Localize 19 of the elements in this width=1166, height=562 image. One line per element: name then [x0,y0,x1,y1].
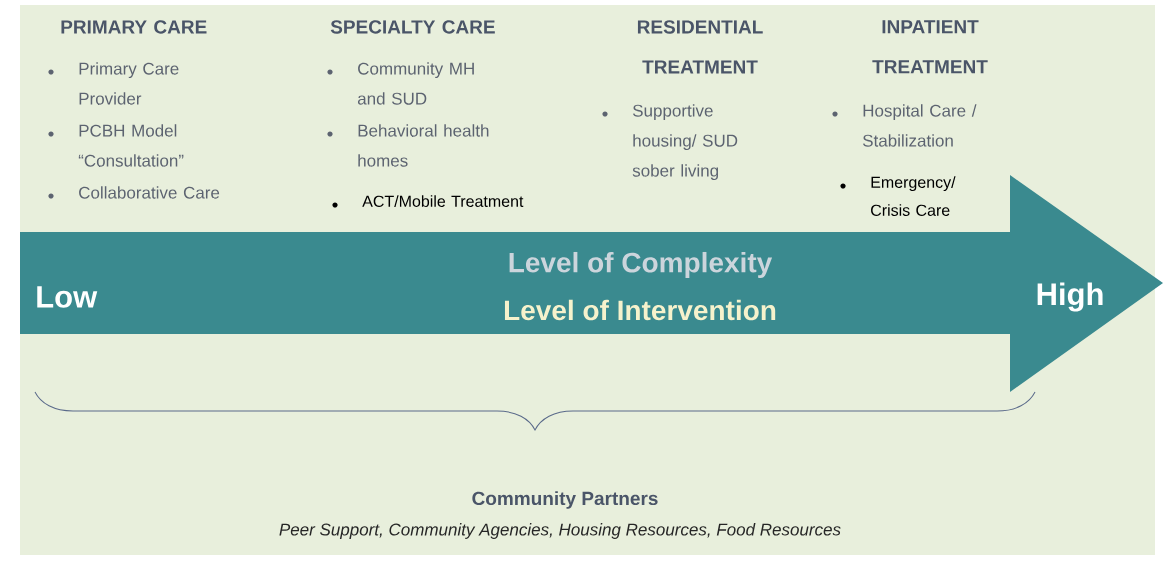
list-item: Community MH and SUD [327,62,474,105]
footer-heading: Community Partners [472,491,658,509]
scale-label: Low [37,286,98,308]
list-item: Hospital Care / Stabilization [832,104,977,147]
list-item: Supportive housing/ SUD sober living [602,104,738,181]
axis-title: Level of Intervention [504,299,776,321]
column-heading: INPATIENT TREATMENT [872,20,988,74]
column-heading: PRIMARY CARE [61,20,207,34]
list-item: PCBH Model “Consultation” [48,124,184,167]
footer-note: Peer Support, Community Agencies, Housing Resources, Food Resources [279,523,841,539]
column-heading: RESIDENTIAL TREATMENT [637,20,763,74]
list-item: ACT/Mobile Treatment [332,195,524,208]
list-item: Collaborative Care [48,186,220,199]
column-heading: SPECIALTY CARE [330,20,495,34]
list-item: Emergency/ Crisis Care [840,176,956,216]
axis-title: Level of Complexity [509,251,773,279]
list-item: Primary Care Provider [48,62,179,105]
list-item: Behavioral health homes [327,124,489,167]
scale-label: High [1037,282,1103,312]
